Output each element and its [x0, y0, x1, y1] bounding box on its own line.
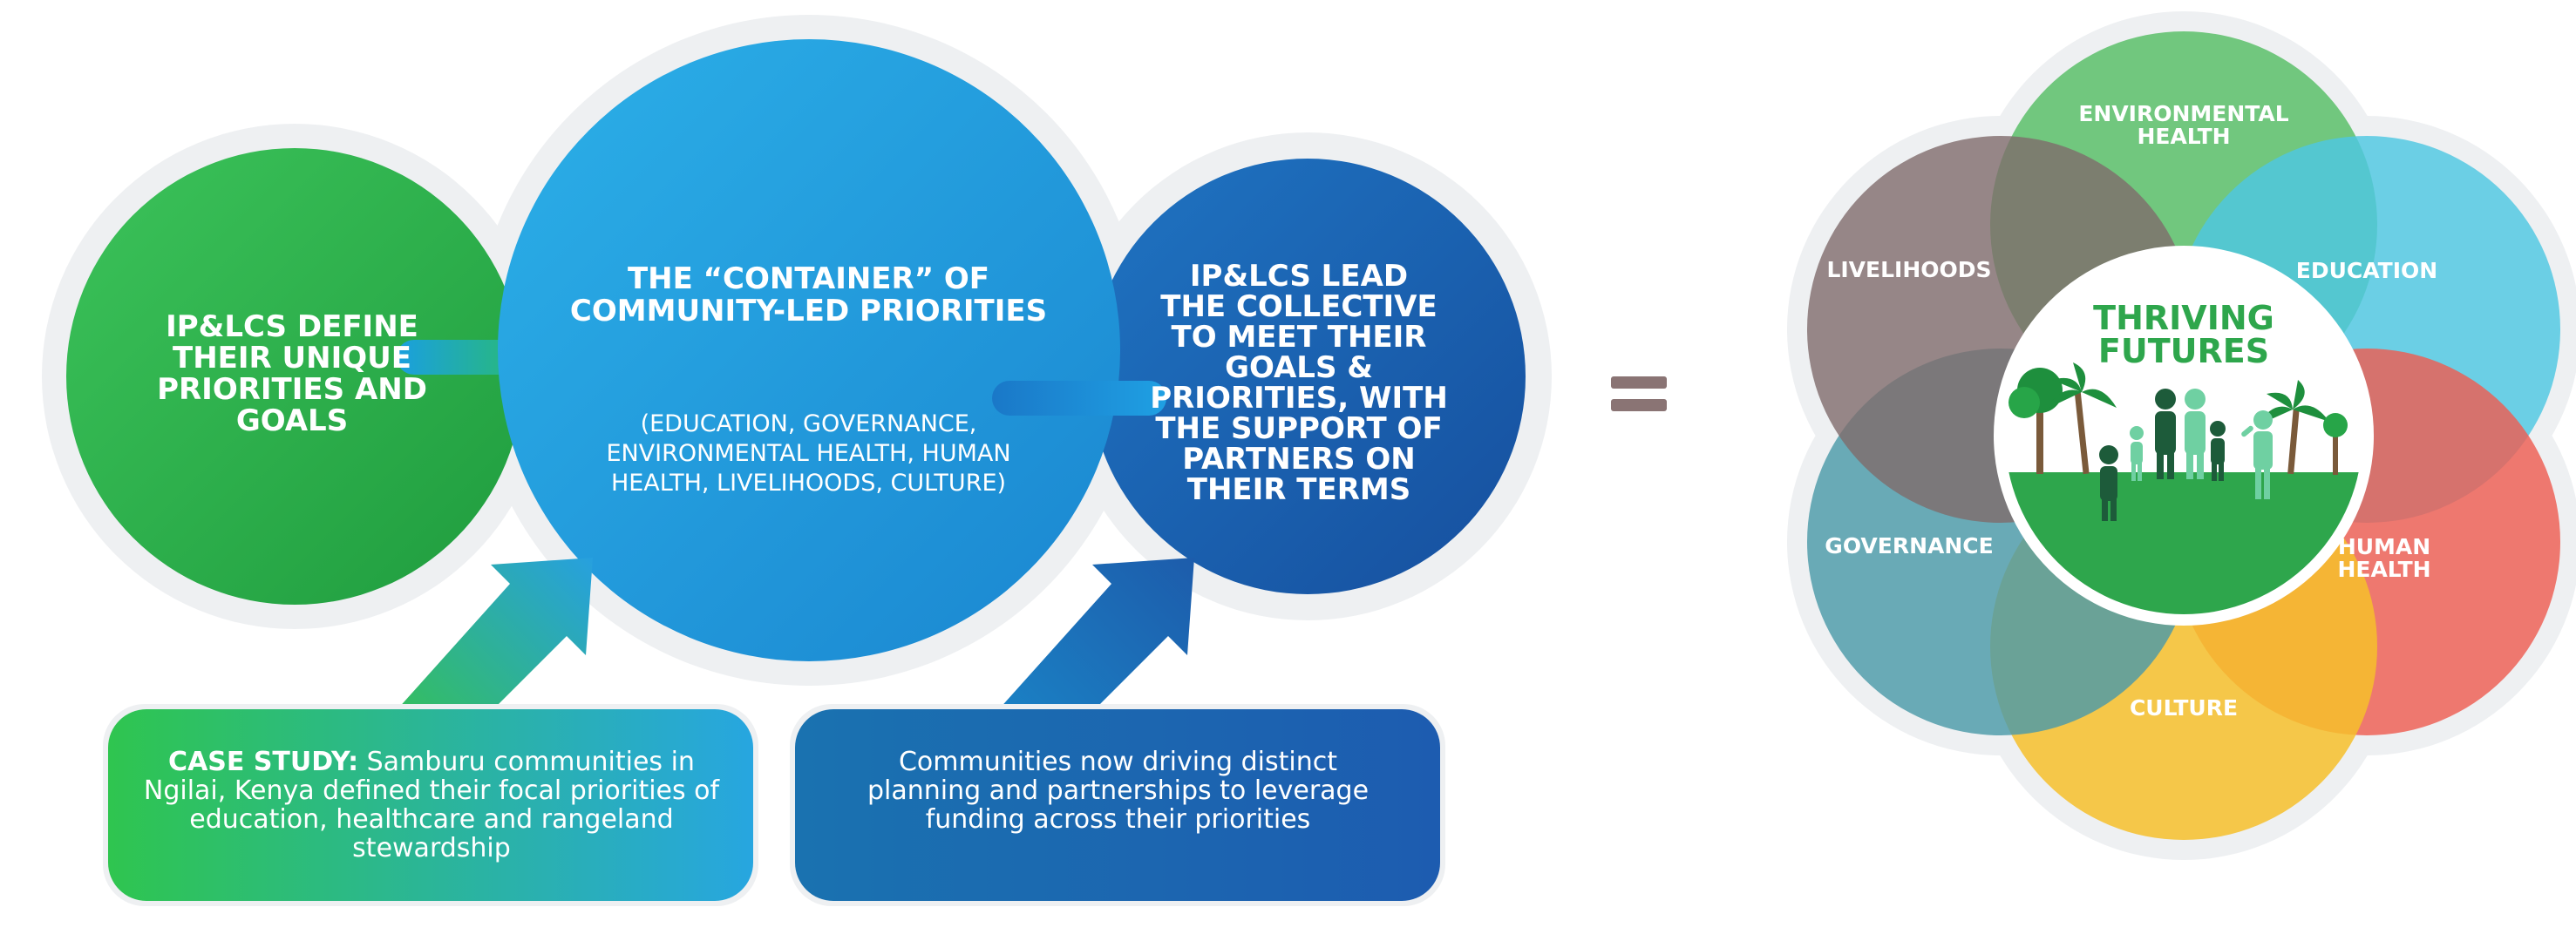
case-study-box [108, 709, 753, 901]
container-subtitle: (EDUCATION, GOVERNANCE, ENVIRONMENTAL HE… [606, 410, 1011, 497]
petal-label-human-health: HUMAN HEALTH [2337, 534, 2431, 582]
palm-tree-icon [2258, 380, 2348, 475]
communities-text: Communities now driving distinct plannin… [867, 747, 1370, 835]
circle-lead [1090, 159, 1526, 594]
circle-container [498, 39, 1120, 661]
circle-define [66, 148, 523, 605]
equals-sign-icon [1611, 376, 1667, 411]
tree-icon [2008, 362, 2117, 475]
venn-diagram [1787, 11, 2576, 860]
petal-label-culture: CULTURE [2129, 695, 2239, 721]
petal-label-governance: GOVERNANCE [1825, 533, 1994, 559]
case-study-label: CASE STUDY: [168, 747, 359, 777]
petal-label-education: EDUCATION [2295, 258, 2438, 283]
petal-label-environmental-health: ENVIRONMENTAL HEALTH [2078, 101, 2289, 149]
connector-bar-right [992, 381, 1166, 416]
communities-box [795, 709, 1440, 901]
thriving-futures-title: THRIVING FUTURES [2093, 299, 2274, 370]
case-study-body: Samburu communities in Ngilai, Kenya def… [143, 747, 720, 863]
people-icon [2099, 389, 2273, 521]
petal-label-livelihoods: LIVELIHOODS [1826, 257, 1992, 282]
lead-collective-text: IP&LCS LEAD THE COLLECTIVE TO MEET THEIR… [1150, 259, 1448, 507]
container-title: THE “CONTAINER” OF COMMUNITY-LED PRIORIT… [569, 261, 1048, 328]
case-study-text: CASE STUDY: Samburu communities in Ngila… [139, 748, 724, 863]
define-priorities-text: IP&LCS DEFINE THEIR UNIQUE PRIORITIES AN… [157, 309, 427, 438]
